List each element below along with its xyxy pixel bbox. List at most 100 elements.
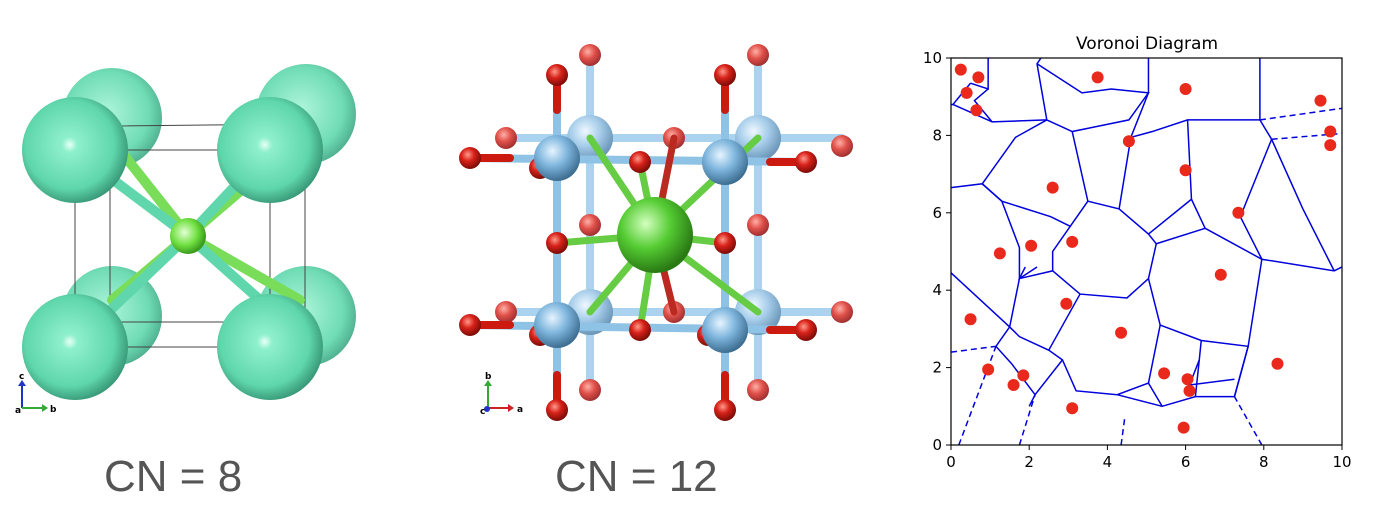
data-point <box>1324 139 1337 152</box>
voronoi-edge <box>950 57 1048 189</box>
voronoi-edge <box>1048 293 1081 351</box>
data-point <box>1179 164 1192 177</box>
y-tick-label: 8 <box>932 126 942 144</box>
voronoi-edge <box>1008 278 1161 396</box>
axis-label-a: a <box>15 406 21 416</box>
x-tick-label: 10 <box>1332 453 1351 471</box>
axis-label-b: b <box>485 372 492 382</box>
front-atom <box>22 294 128 400</box>
data-point <box>964 313 977 326</box>
voronoi-edge <box>1239 138 1273 260</box>
data-point <box>1232 206 1245 219</box>
axis-label-c: c <box>480 407 485 417</box>
data-point <box>1066 402 1079 415</box>
y-tick-label: 4 <box>932 281 942 299</box>
data-point <box>954 63 967 76</box>
front-atom <box>217 97 323 203</box>
voronoi-edge <box>1188 359 1235 386</box>
data-point <box>1177 421 1190 434</box>
data-point <box>1066 235 1079 248</box>
voronoi-panel: Voronoi Diagram 0 2 4 6 8 10 0 2 4 6 8 10 <box>900 0 1392 510</box>
voronoi-edge-unbounded <box>1233 396 1263 446</box>
voronoi-edge <box>1130 58 1261 139</box>
data-point <box>1214 268 1227 281</box>
voronoi-edge-unbounded <box>1018 394 1036 446</box>
voronoi-edge <box>1069 131 1089 227</box>
data-point <box>1025 239 1038 252</box>
voronoi-edge <box>970 58 989 90</box>
voronoi-edge <box>1233 346 1249 397</box>
front-b-site-atoms <box>534 135 748 353</box>
voronoi-edge-unbounded <box>1271 132 1343 141</box>
voronoi-edge-unbounded <box>950 345 997 353</box>
y-axis-ticks: 0 2 4 6 8 10 <box>923 49 951 454</box>
front-atom <box>22 97 128 203</box>
voronoi-edge <box>995 326 1036 407</box>
data-point <box>1017 369 1030 382</box>
voronoi-edge <box>981 183 1021 279</box>
voronoi-edge <box>1259 119 1335 272</box>
x-tick-label: 6 <box>1181 453 1191 471</box>
data-point <box>1158 367 1171 380</box>
voronoi-edge <box>981 183 1072 271</box>
data-point <box>1046 181 1059 194</box>
x-axis-ticks: 0 2 4 6 8 10 <box>946 445 1352 471</box>
data-point <box>1122 135 1135 148</box>
axes-indicator: b c a <box>480 372 523 417</box>
data-point <box>960 86 973 99</box>
cn8-structure-panel: c a b <box>0 0 360 510</box>
center-atom <box>170 218 206 254</box>
x-tick-label: 8 <box>1259 453 1269 471</box>
axis-label-a: a <box>517 405 523 415</box>
data-point <box>1271 357 1284 370</box>
y-tick-label: 0 <box>932 436 942 454</box>
voronoi-edge-unbounded <box>1120 415 1126 446</box>
data-point <box>1179 82 1192 95</box>
voronoi-edge <box>950 272 1011 328</box>
y-tick-label: 6 <box>932 204 942 222</box>
data-point <box>1115 326 1128 339</box>
data-point <box>1007 379 1020 392</box>
voronoi-chart: Voronoi Diagram 0 2 4 6 8 10 0 2 4 6 8 10 <box>923 34 1352 471</box>
cn12-structure-panel: b c a <box>440 0 880 510</box>
data-point <box>1060 297 1073 310</box>
voronoi-points <box>954 63 1337 434</box>
front-atom <box>217 294 323 400</box>
y-tick-label: 2 <box>932 359 942 377</box>
data-point <box>1324 125 1337 138</box>
voronoi-edge-unbounded <box>1259 107 1343 121</box>
data-point <box>1091 71 1104 84</box>
voronoi-edges <box>950 57 1343 446</box>
cn8-caption: CN = 8 <box>104 452 243 501</box>
voronoi-edge <box>1034 359 1064 396</box>
voronoi-edge <box>1118 58 1150 210</box>
voronoi-edge <box>973 88 1047 123</box>
cn8-structure-image: c a b <box>15 64 356 416</box>
voronoi-edge <box>1147 259 1263 348</box>
voronoi-edge <box>1190 198 1343 272</box>
plot-frame <box>950 57 1343 446</box>
data-point <box>1183 384 1196 397</box>
axis-label-c: c <box>19 372 24 382</box>
voronoi-edge <box>1116 393 1163 408</box>
data-point <box>1314 94 1327 107</box>
axes-indicator: c a b <box>15 372 57 416</box>
x-tick-label: 2 <box>1024 453 1034 471</box>
data-point <box>970 104 983 117</box>
voronoi-edge <box>1018 200 1158 299</box>
voronoi-edge-unbounded <box>958 346 997 446</box>
voronoi-edge <box>1019 266 1038 280</box>
voronoi-edge <box>1147 119 1193 235</box>
x-tick-label: 4 <box>1103 453 1113 471</box>
data-point <box>982 363 995 376</box>
data-point <box>993 247 1006 260</box>
chart-title: Voronoi Diagram <box>1076 34 1218 54</box>
data-point <box>972 71 985 84</box>
x-tick-label: 0 <box>946 453 956 471</box>
voronoi-edge <box>1156 227 1206 245</box>
cn12-caption: CN = 12 <box>555 452 718 501</box>
a-site-atom <box>617 197 693 273</box>
data-point <box>1181 373 1194 386</box>
y-tick-label: 10 <box>923 49 942 67</box>
axis-label-b: b <box>50 405 57 415</box>
